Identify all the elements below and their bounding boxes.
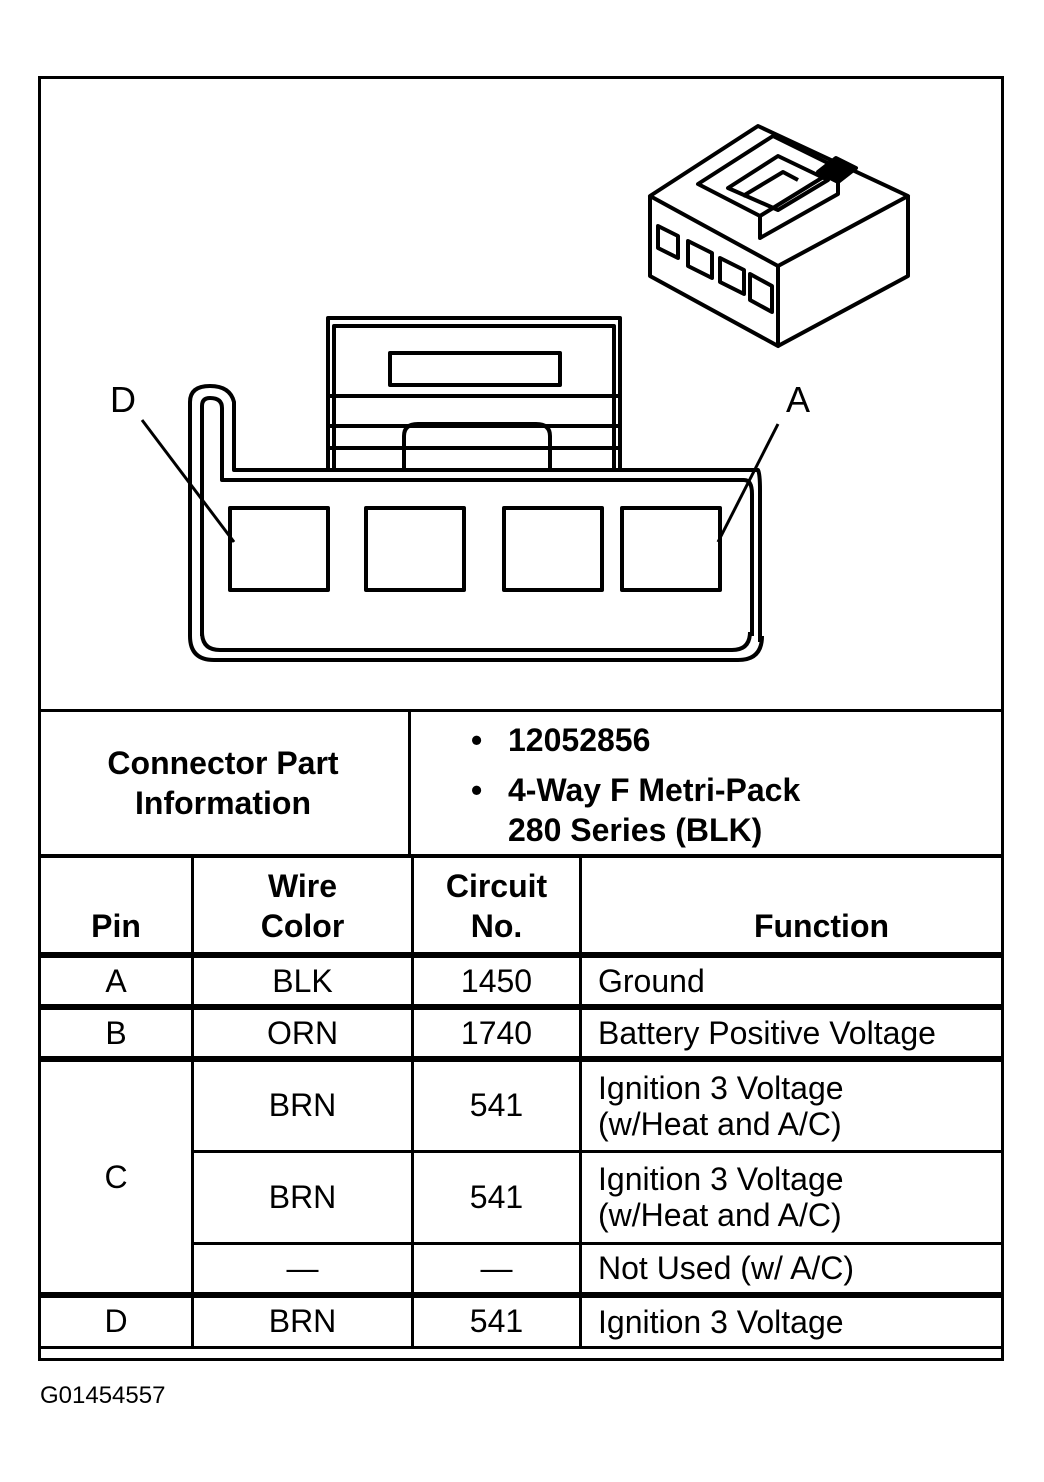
header-circuit-no: Circuit No. [411, 855, 582, 957]
function-cell: Not Used (w/ A/C) [579, 1241, 1004, 1298]
connector-info-values: • 12052856 • 4-Way F Metri-Pack 280 Seri… [411, 712, 1004, 854]
header-pin: Pin [38, 855, 194, 957]
header-wire-color: Wire Color [191, 855, 414, 957]
connector-part-info: Connector Part Information • 12052856 • … [38, 709, 1004, 857]
table-row: D BRN 541 Ignition 3 Voltage [38, 1293, 1004, 1349]
pin-label-a: A [786, 379, 810, 420]
pin-cell: C [38, 1056, 194, 1298]
part-number-text: 12052856 [508, 722, 651, 758]
pin-cell: D [38, 1293, 194, 1349]
header-function: Function [579, 855, 1004, 957]
table-row: BRN 541 Ignition 3 Voltage (w/Heat and A… [40, 1149, 1004, 1245]
function-cell: Battery Positive Voltage [579, 1004, 1004, 1061]
wire-color-cell: BLK [191, 952, 414, 1009]
connector-face [140, 316, 780, 662]
connector-info-label-line1: Connector Part [107, 745, 339, 781]
connector-series-text: 280 Series (BLK) [508, 812, 763, 848]
circuit-cell: — [411, 1241, 582, 1298]
connector-type: • 4-Way F Metri-Pack [411, 770, 1004, 810]
figure-frame [38, 76, 1004, 1361]
function-cell: Ignition 3 Voltage (w/Heat and A/C) [579, 1056, 1004, 1153]
connector-info-label-line2: Information [135, 785, 311, 821]
function-cell: Ignition 3 Voltage (w/Heat and A/C) [579, 1149, 1004, 1245]
bullet-icon: • [471, 772, 483, 808]
pin-cell: B [38, 1004, 194, 1061]
table-header-row: Pin Wire Color Circuit No. Function [38, 855, 1004, 957]
connector-diagram: D A [110, 124, 910, 662]
connector-type-text: 4-Way F Metri-Pack [508, 772, 801, 808]
function-cell: Ignition 3 Voltage [579, 1293, 1004, 1349]
wire-color-cell: ORN [191, 1004, 414, 1061]
circuit-cell: 541 [411, 1149, 582, 1245]
table-row: — — Not Used (w/ A/C) [40, 1241, 1004, 1298]
table-row: C BRN 541 Ignition 3 Voltage (w/Heat and… [38, 1056, 1004, 1298]
circuit-cell: 1740 [411, 1004, 582, 1061]
circuit-cell: 541 [411, 1056, 582, 1153]
figure-id: G01454557 [40, 1382, 166, 1409]
wire-color-cell: BRN [191, 1056, 414, 1153]
table-row: A BLK 1450 Ground [38, 952, 1004, 1009]
connector-perspective-icon [648, 124, 910, 348]
wire-color-cell: BRN [191, 1149, 414, 1245]
connector-series: 280 Series (BLK) [411, 810, 1004, 850]
pin-cell: A [38, 952, 194, 1009]
function-cell: Ground [579, 952, 1004, 1009]
part-number: • 12052856 [411, 720, 1004, 760]
pin-label-d: D [110, 379, 136, 420]
wire-color-cell: BRN [191, 1293, 414, 1349]
pinout-table: Pin Wire Color Circuit No. Function A BL… [38, 855, 1004, 1349]
circuit-cell: 541 [411, 1293, 582, 1349]
wire-color-cell: — [191, 1241, 414, 1298]
connector-info-label: Connector Part Information [38, 712, 411, 854]
circuit-cell: 1450 [411, 952, 582, 1009]
table-row: B ORN 1740 Battery Positive Voltage [38, 1004, 1004, 1061]
bullet-icon: • [471, 722, 483, 758]
